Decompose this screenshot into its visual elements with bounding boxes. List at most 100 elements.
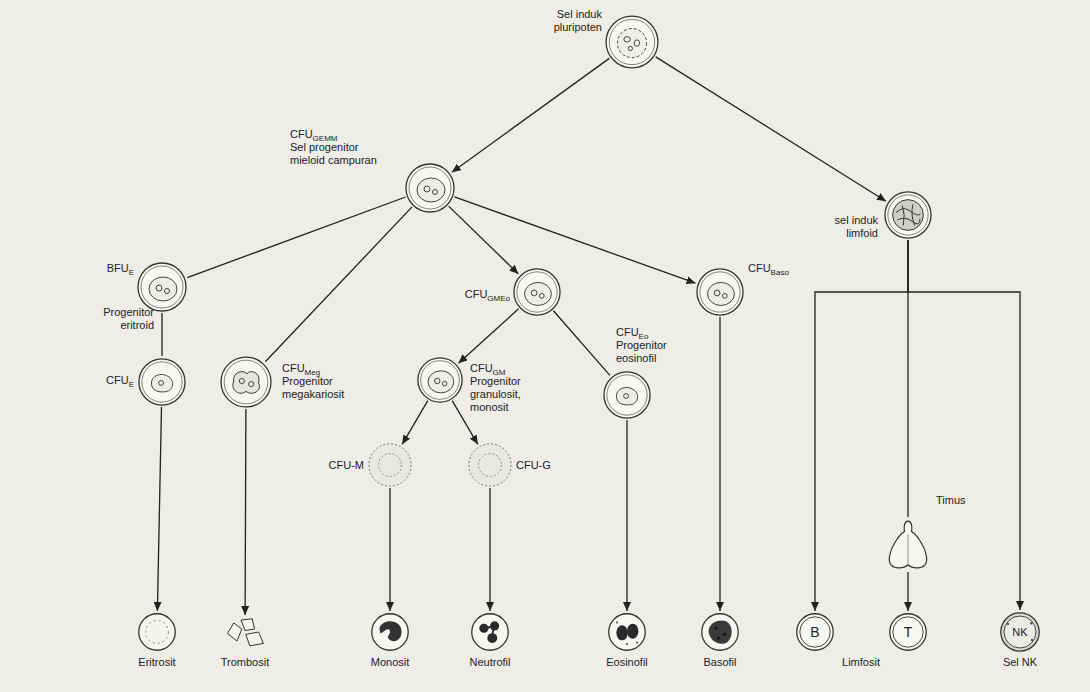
cell-node: CFUEoProgenitor eosinofil — [603, 371, 651, 419]
label-line: CFUGM — [470, 362, 546, 375]
lineage-arrow — [459, 309, 519, 363]
cell-node: Monosit — [371, 613, 409, 651]
label-text: Progenitor eosinofil — [616, 339, 696, 365]
label-text: Neutrofil — [450, 656, 530, 669]
cell-node: CFU-M — [368, 443, 412, 487]
cell-subscript: GMEo — [487, 294, 510, 303]
cell-node: BFUEProgenitor eritroid — [137, 262, 187, 312]
cell-drawing — [137, 262, 187, 312]
cell-name: CFU — [290, 128, 313, 140]
cell-node: Eosinofil — [608, 613, 646, 651]
lineage-arrow — [455, 197, 696, 283]
label-text: Timus — [936, 494, 986, 507]
label-text: sel induk limfoid — [826, 214, 878, 240]
cell-name: BFU — [107, 262, 129, 274]
cell-label: CFU-M — [320, 459, 364, 472]
cell-name: CFU — [465, 288, 488, 300]
cell-drawing — [884, 191, 932, 239]
label-text: B — [810, 625, 819, 639]
label-text: Sel NK — [980, 656, 1060, 669]
label-line: CFUGEMM — [290, 128, 390, 141]
label-text: NK — [1012, 627, 1027, 638]
label-line: CFUGMEo — [450, 288, 510, 301]
lineage-arrow — [244, 409, 246, 615]
cell-node: Sel induk pluripoten — [605, 15, 659, 69]
cell-label: Eosinofil — [587, 656, 667, 669]
cell-node: Eritrosit — [138, 613, 176, 651]
lineage-arrow — [719, 317, 720, 611]
cell-drawing — [608, 613, 646, 651]
cell-label: Timus — [936, 494, 986, 507]
cell-drawing — [405, 163, 455, 213]
cell-node: CFUGMProgenitor granulosit, monosit — [417, 357, 463, 403]
cell-label: Trombosit — [205, 656, 285, 669]
cell-node: T — [889, 613, 927, 651]
cell-node: Trombosit — [225, 617, 265, 647]
label-line: CFUE — [94, 374, 134, 387]
cell-node: CFUBaso — [696, 268, 744, 316]
label-text: Eosinofil — [587, 656, 667, 669]
cell-label: CFUEoProgenitor eosinofil — [616, 326, 696, 365]
cell-drawing — [471, 613, 509, 651]
cell-label: Progenitor eritroid — [94, 306, 154, 332]
cell-label: NK — [1000, 612, 1040, 652]
cell-node: sel induk limfoid — [884, 191, 932, 239]
label-line: CFUBaso — [748, 262, 808, 275]
cell-drawing — [371, 613, 409, 651]
cell-node: CFU-G — [468, 443, 512, 487]
cell-label: CFUGMProgenitor granulosit, monosit — [470, 362, 546, 414]
lineage-arrow — [626, 420, 627, 611]
lineage-arrow — [389, 488, 390, 611]
cell-node: B — [796, 613, 834, 651]
lineage-arrow — [553, 311, 610, 376]
cell-drawing — [513, 268, 561, 316]
label-text: Basofil — [680, 656, 760, 669]
cell-drawing — [220, 356, 272, 408]
cell-name: CFU — [106, 374, 129, 386]
lineage-arrow — [452, 58, 609, 172]
cell-node: CFUMegProgenitor megakariosit — [220, 356, 272, 408]
label-text: Monosit — [350, 656, 430, 669]
label-line: BFUE — [98, 262, 134, 275]
cell-name: CFU — [470, 362, 493, 374]
cell-label: CFUGEMMSel progenitor mieloid campuran — [290, 128, 390, 167]
cell-label: CFUE — [94, 374, 134, 387]
cell-drawing — [696, 268, 744, 316]
label-text: Sel progenitor mieloid campuran — [290, 141, 390, 167]
cell-drawing — [225, 617, 265, 647]
label-text: Progenitor megakariosit — [282, 375, 354, 401]
cell-node: CFUGMEo — [513, 268, 561, 316]
cell-drawing — [605, 15, 659, 69]
cell-subscript: E — [129, 380, 134, 389]
cell-subscript: Baso — [771, 268, 789, 277]
cell-drawing — [417, 357, 463, 403]
cell-label: sel induk limfoid — [826, 214, 878, 240]
label-text: CFU-M — [320, 459, 364, 472]
cell-label: Basofil — [680, 656, 760, 669]
cell-label: Sel induk pluripoten — [540, 8, 602, 34]
label-text: CFU-G — [516, 459, 566, 472]
lineage-arrow — [161, 313, 162, 356]
cell-node: NKSel NK — [1000, 612, 1040, 652]
cell-subscript: E — [129, 268, 134, 277]
cell-node: CFUE — [138, 358, 186, 406]
cell-drawing — [138, 613, 176, 651]
group-label: Limfosit — [821, 656, 901, 669]
cell-label: Neutrofil — [450, 656, 530, 669]
label-text: Sel induk pluripoten — [540, 8, 602, 34]
cell-label: Eritrosit — [117, 656, 197, 669]
cell-node: CFUGEMMSel progenitor mieloid campuran — [405, 163, 455, 213]
cell-label: B — [796, 613, 834, 651]
cell-name: CFU — [748, 262, 771, 274]
cell-node: Timus — [886, 519, 930, 571]
label-text: Eritrosit — [117, 656, 197, 669]
lineage-arrow — [187, 197, 405, 278]
cell-label: CFU-G — [516, 459, 566, 472]
lineage-arrow — [402, 401, 428, 445]
cell-node: Neutrofil — [471, 613, 509, 651]
lineage-arrow — [265, 207, 412, 362]
label-text: Progenitor eritroid — [94, 306, 154, 332]
cell-label: BFUE — [98, 262, 134, 275]
